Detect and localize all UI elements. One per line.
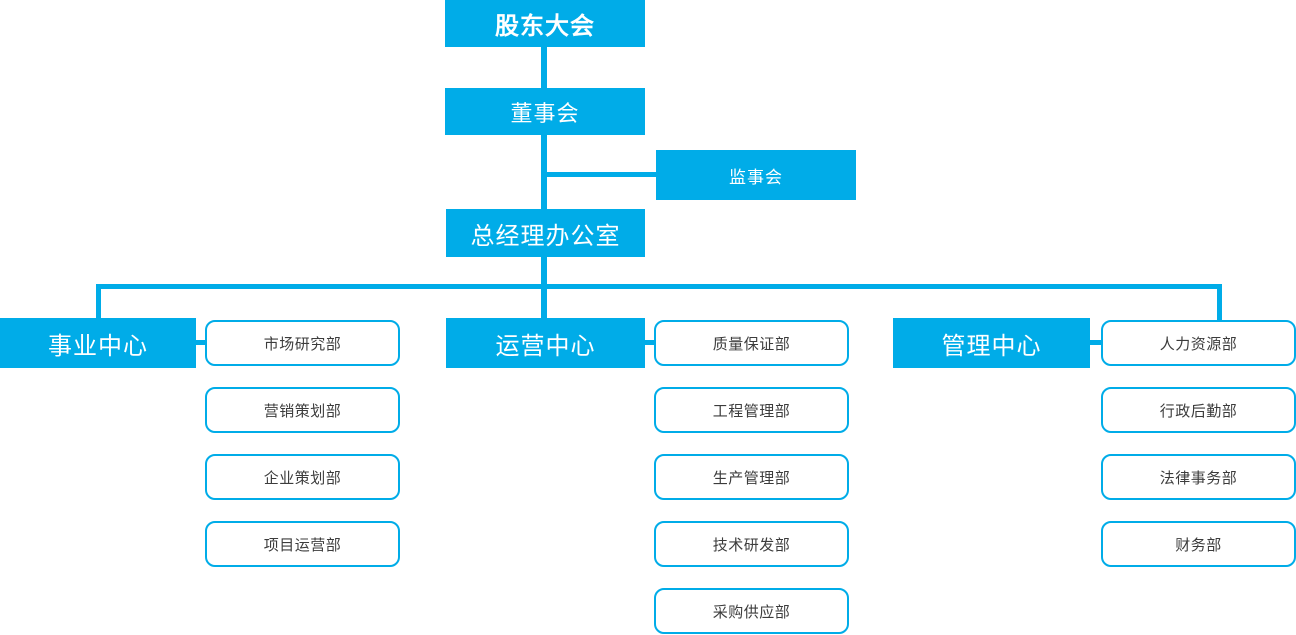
connector-board-to-supervisors [541, 172, 656, 177]
dept-box-business-2[interactable]: 营销策划部 [205, 387, 400, 433]
connector-management-center-to-dept [1090, 340, 1101, 345]
dept-box-business-3[interactable]: 企业策划部 [205, 454, 400, 500]
connector-gm-office-to-bus [541, 257, 547, 288]
dept-box-operation-3[interactable]: 生产管理部 [654, 454, 849, 500]
dept-box-business-4[interactable]: 项目运营部 [205, 521, 400, 567]
connector-bus-to-operation-center [541, 284, 547, 320]
connector-business-center-to-dept [196, 340, 205, 345]
node-gm-office[interactable]: 总经理办公室 [446, 209, 645, 257]
node-board-of-supervisors[interactable]: 监事会 [656, 150, 856, 200]
connector-bus-to-business-center [96, 284, 101, 320]
node-operation-center[interactable]: 运营中心 [446, 318, 645, 368]
dept-box-management-4[interactable]: 财务部 [1101, 521, 1296, 567]
connector-operation-center-to-dept [645, 340, 654, 345]
dept-box-operation-4[interactable]: 技术研发部 [654, 521, 849, 567]
dept-box-management-3[interactable]: 法律事务部 [1101, 454, 1296, 500]
node-shareholders-meeting[interactable]: 股东大会 [445, 0, 645, 47]
connector-bus-to-management-center [1217, 284, 1222, 320]
dept-box-management-1[interactable]: 人力资源部 [1101, 320, 1296, 366]
dept-box-operation-2[interactable]: 工程管理部 [654, 387, 849, 433]
connector-horizontal-bus [96, 284, 1222, 289]
connector-shareholders-to-board [541, 47, 547, 88]
dept-box-operation-1[interactable]: 质量保证部 [654, 320, 849, 366]
node-business-center[interactable]: 事业中心 [0, 318, 196, 368]
node-management-center[interactable]: 管理中心 [893, 318, 1090, 368]
dept-box-business-1[interactable]: 市场研究部 [205, 320, 400, 366]
node-board-of-directors[interactable]: 董事会 [445, 88, 645, 135]
dept-box-management-2[interactable]: 行政后勤部 [1101, 387, 1296, 433]
dept-box-operation-5[interactable]: 采购供应部 [654, 588, 849, 634]
